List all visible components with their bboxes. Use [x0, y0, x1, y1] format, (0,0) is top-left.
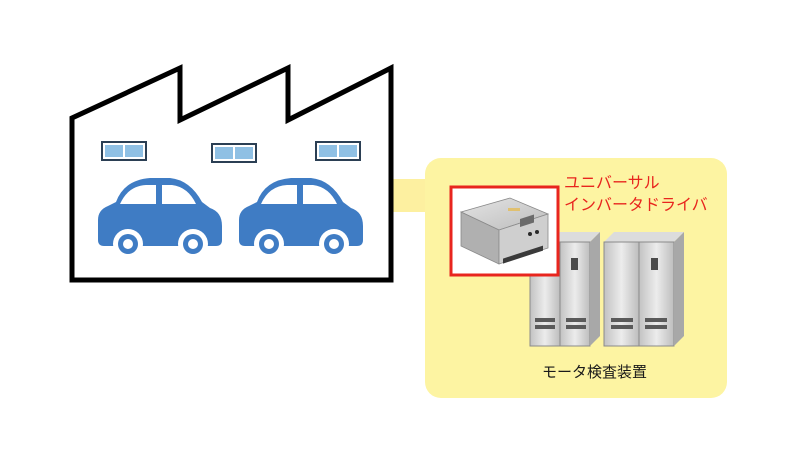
equipment-label: モータ検査装置: [542, 363, 648, 381]
factory-window-icon: [101, 141, 147, 161]
product-label: ユニバーサル インバータドライバ: [564, 172, 708, 216]
product-label-line2: インバータドライバ: [564, 195, 708, 214]
factory-window-icon: [315, 141, 361, 161]
factory-window-icon: [211, 143, 257, 163]
inverter-driver-icon: [459, 197, 550, 265]
server-rack-icon: [603, 232, 684, 347]
product-label-line1: ユニバーサル: [564, 173, 660, 192]
